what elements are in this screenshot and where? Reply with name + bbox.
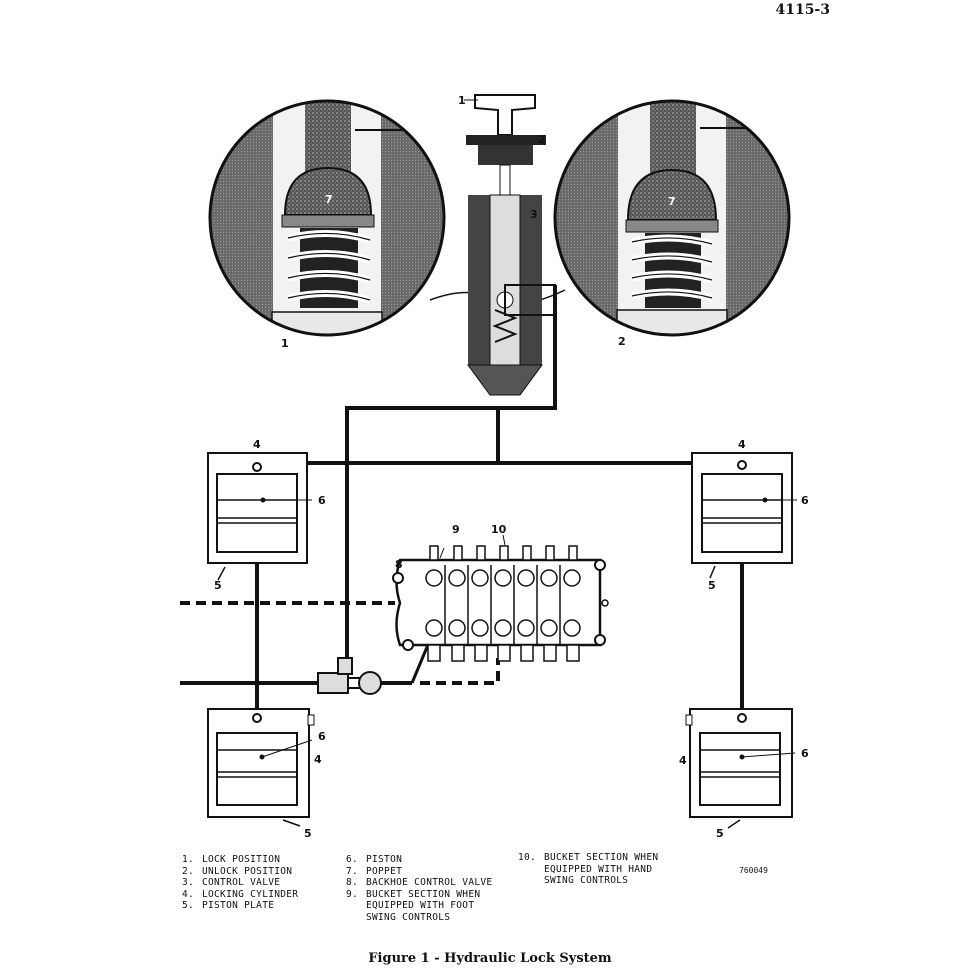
legend-item: 5.PISTON PLATE [181, 900, 275, 911]
callout-poppet-right: 7 [668, 195, 676, 208]
locking-cylinder-bottom-right [685, 708, 796, 829]
callout-cyl-tr-port: 4 [738, 438, 746, 451]
callout-backhoe-valve: 8 [395, 558, 403, 571]
lock-detail-circle [208, 99, 446, 337]
callout-labels: 1 2 3 1 2 7 7 4 6 5 4 6 5 6 4 5 4 6 5 8 … [214, 94, 809, 840]
callout-cyl-br-lock: 4 [679, 754, 687, 767]
callout-control-valve: 3 [530, 208, 538, 221]
legend-item: 2.UNLOCK POSITION [181, 865, 293, 877]
callout-circle-right: 2 [618, 335, 626, 348]
locking-cylinder-top-right [691, 452, 797, 579]
callout-bucket-foot: 9 [452, 523, 460, 536]
callout-cyl-br-piston: 5 [716, 827, 724, 840]
callout-cyl-tl-piston: 5 [214, 579, 222, 592]
callout-cyl-bl-lock: 4 [314, 753, 322, 766]
legend-item: 9.BUCKET SECTION WHEN EQUIPPED WITH FOOT… [345, 888, 481, 923]
legend-item: 7.POPPET [345, 865, 403, 877]
locking-cylinder-top-left [207, 452, 312, 581]
legend-column-3: 10.BUCKET SECTION WHEN EQUIPPED WITH HAN… [508, 852, 658, 887]
callout-poppet-left: 7 [325, 193, 333, 206]
legend-column-2: 6.PISTON 7.POPPET 8.BACKHOE CONTROL VALV… [336, 854, 492, 923]
callout-cyl-tr-plate: 6 [801, 494, 809, 507]
return-lines-dashed [180, 601, 500, 685]
legend-item: 8.BACKHOE CONTROL VALVE [345, 877, 493, 888]
callout-bucket-hand: 10 [491, 523, 507, 536]
legend-item: 1.LOCK POSITION [181, 854, 281, 865]
legend-column-1: 1.LOCK POSITION 2.UNLOCK POSITION 3.CONT… [172, 854, 298, 912]
drawing-code: 760049 [739, 866, 768, 875]
callout-lock-handle: 1 [458, 94, 466, 107]
callout-cyl-tl-plate: 6 [318, 494, 326, 507]
tee-fitting [317, 657, 382, 695]
callout-cyl-tl-port: 4 [253, 438, 261, 451]
legend-item: 4.LOCKING CYLINDER [181, 888, 299, 900]
legend-item: 10.BUCKET SECTION WHEN EQUIPPED WITH HAN… [517, 852, 659, 886]
legend-item: 3.CONTROL VALVE [181, 877, 281, 888]
callout-cyl-br-plate: 6 [801, 747, 809, 760]
unlock-detail-circle [553, 99, 791, 337]
callout-cyl-tr-piston: 5 [708, 579, 716, 592]
callout-cyl-bl-piston: 5 [304, 827, 312, 840]
backhoe-control-valve [392, 534, 609, 662]
locking-cylinder-bottom-left [207, 708, 315, 827]
legend-item: 6.PISTON [345, 854, 403, 865]
figure-caption: Figure 1 - Hydraulic Lock System [368, 951, 612, 966]
page-number: 4115-3 [775, 2, 830, 18]
control-valve [466, 94, 556, 396]
callout-circle-left: 1 [281, 337, 289, 350]
callout-knob: 2 [538, 133, 546, 146]
callout-cyl-bl-plate: 6 [318, 730, 326, 743]
